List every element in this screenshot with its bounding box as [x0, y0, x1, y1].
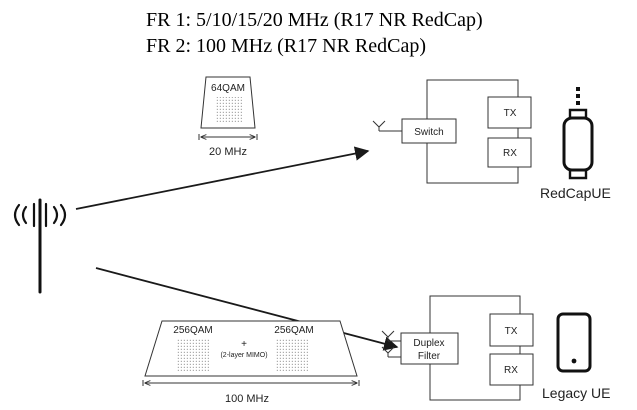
switch-box: [401, 118, 457, 144]
smartphone-icon: [556, 312, 592, 373]
arrow-to-legacy: [95, 267, 399, 351]
redcap-rx-label: RX: [503, 148, 517, 159]
fr1-header: FR 1: 5/10/15/20 MHz (R17 NR RedCap): [146, 9, 483, 31]
redcap-qam-label: 64QAM: [211, 83, 245, 94]
legacy-ue-block: Duplex Filter TX RX Legacy UE: [381, 295, 610, 401]
redcap-ue-block: Switch TX RX RedCapUE: [372, 79, 611, 201]
redcap-spectrum-block: 64QAM 20 MHz: [198, 76, 258, 158]
duplex-filter-label-line1: Duplex: [413, 338, 444, 349]
redcap-ue-label: RedCapUE: [540, 185, 611, 201]
duplex-filter-label-line2: Filter: [418, 351, 441, 362]
redcap-bandwidth-label: 20 MHz: [209, 146, 247, 158]
fr2-header: FR 2: 100 MHz (R17 NR RedCap): [146, 35, 426, 57]
smartwatch-icon: [562, 87, 594, 180]
legacy-plus-label: +: [241, 339, 247, 350]
legacy-ue-label: Legacy UE: [542, 385, 610, 401]
legacy-mimo-label: (2-layer MIMO): [220, 352, 267, 359]
duplex-filter-box: [400, 332, 459, 365]
cell-tower-icon: [13, 198, 67, 294]
legacy-rx-label: RX: [504, 365, 518, 376]
legacy-spectrum-block: 256QAM 256QAM + (2-layer MIMO) 100 MHz: [142, 320, 360, 405]
redcap-tx-box: [487, 96, 532, 129]
redcap-tx-label: TX: [504, 108, 517, 119]
switch-label: Switch: [414, 127, 443, 138]
legacy-bandwidth-label: 100 MHz: [225, 393, 269, 405]
legacy-rx-box: [489, 353, 534, 386]
legacy-tx-label: TX: [505, 326, 518, 337]
arrow-to-redcap: [75, 146, 370, 210]
redcap-rx-box: [487, 137, 532, 168]
antenna-icon: [381, 330, 401, 358]
legacy-qam-right-label: 256QAM: [274, 325, 313, 336]
legacy-tx-box: [489, 313, 534, 347]
antenna-icon: [372, 120, 402, 132]
legacy-qam-left-label: 256QAM: [173, 325, 212, 336]
